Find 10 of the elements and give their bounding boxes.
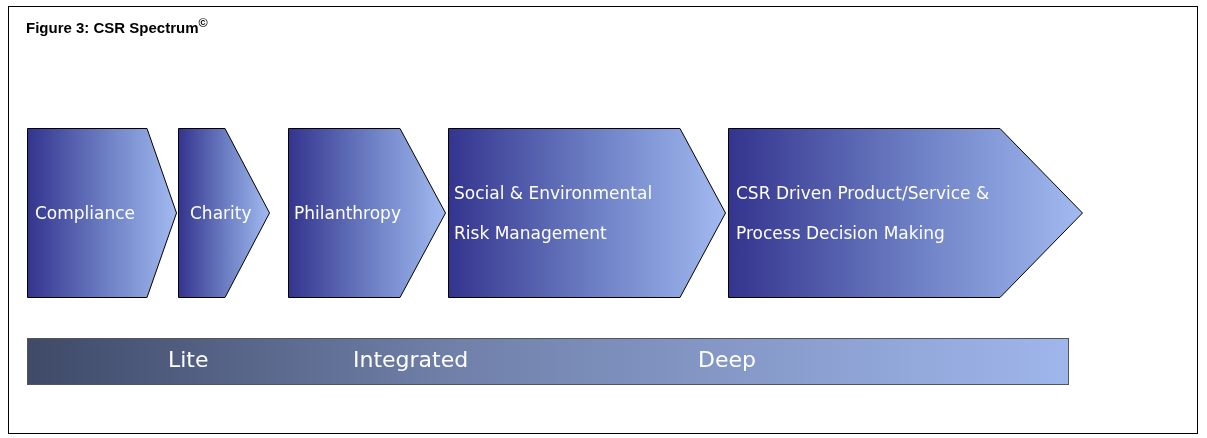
step-label: Compliance (35, 202, 137, 225)
scale-label: Lite (168, 347, 209, 372)
step-label: Social & Environmental Risk Management (454, 182, 654, 245)
gradient-bar (27, 338, 1069, 385)
scale-label: Deep (698, 347, 756, 372)
step-label: CSR Driven Product/Service & Process Decision Making (736, 182, 991, 245)
figure-title: Figure 3: CSR Spectrum$^{©}$ (26, 16, 208, 36)
scale-label: Integrated (353, 347, 469, 372)
step-label: Charity (190, 202, 253, 225)
step-label: Philanthropy (294, 202, 402, 225)
